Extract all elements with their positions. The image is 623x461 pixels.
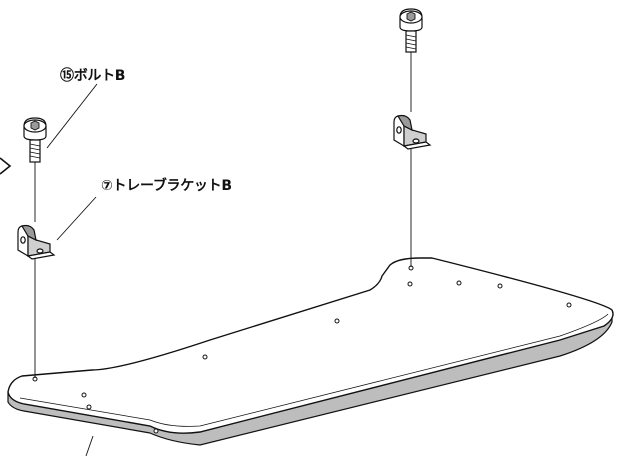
tray-bracket-b-left — [17, 224, 56, 260]
assembly-guide-lines — [34, 50, 412, 378]
tray-board-edge-line — [19, 313, 609, 427]
bolt-b-right — [399, 8, 423, 53]
tray-bracket-b-right — [393, 114, 432, 150]
callout-tray-bracket-b: ⑦トレーブラケットB — [101, 178, 232, 194]
tray-board-top — [7, 257, 614, 434]
direction-arrow-icon — [0, 157, 12, 175]
tray-board — [7, 257, 614, 446]
leader-lines — [46, 83, 98, 457]
callout-bolt-b: ⑮ボルトB — [60, 68, 126, 84]
bolt-b-left — [23, 117, 47, 163]
tray-board-holes — [32, 265, 572, 434]
